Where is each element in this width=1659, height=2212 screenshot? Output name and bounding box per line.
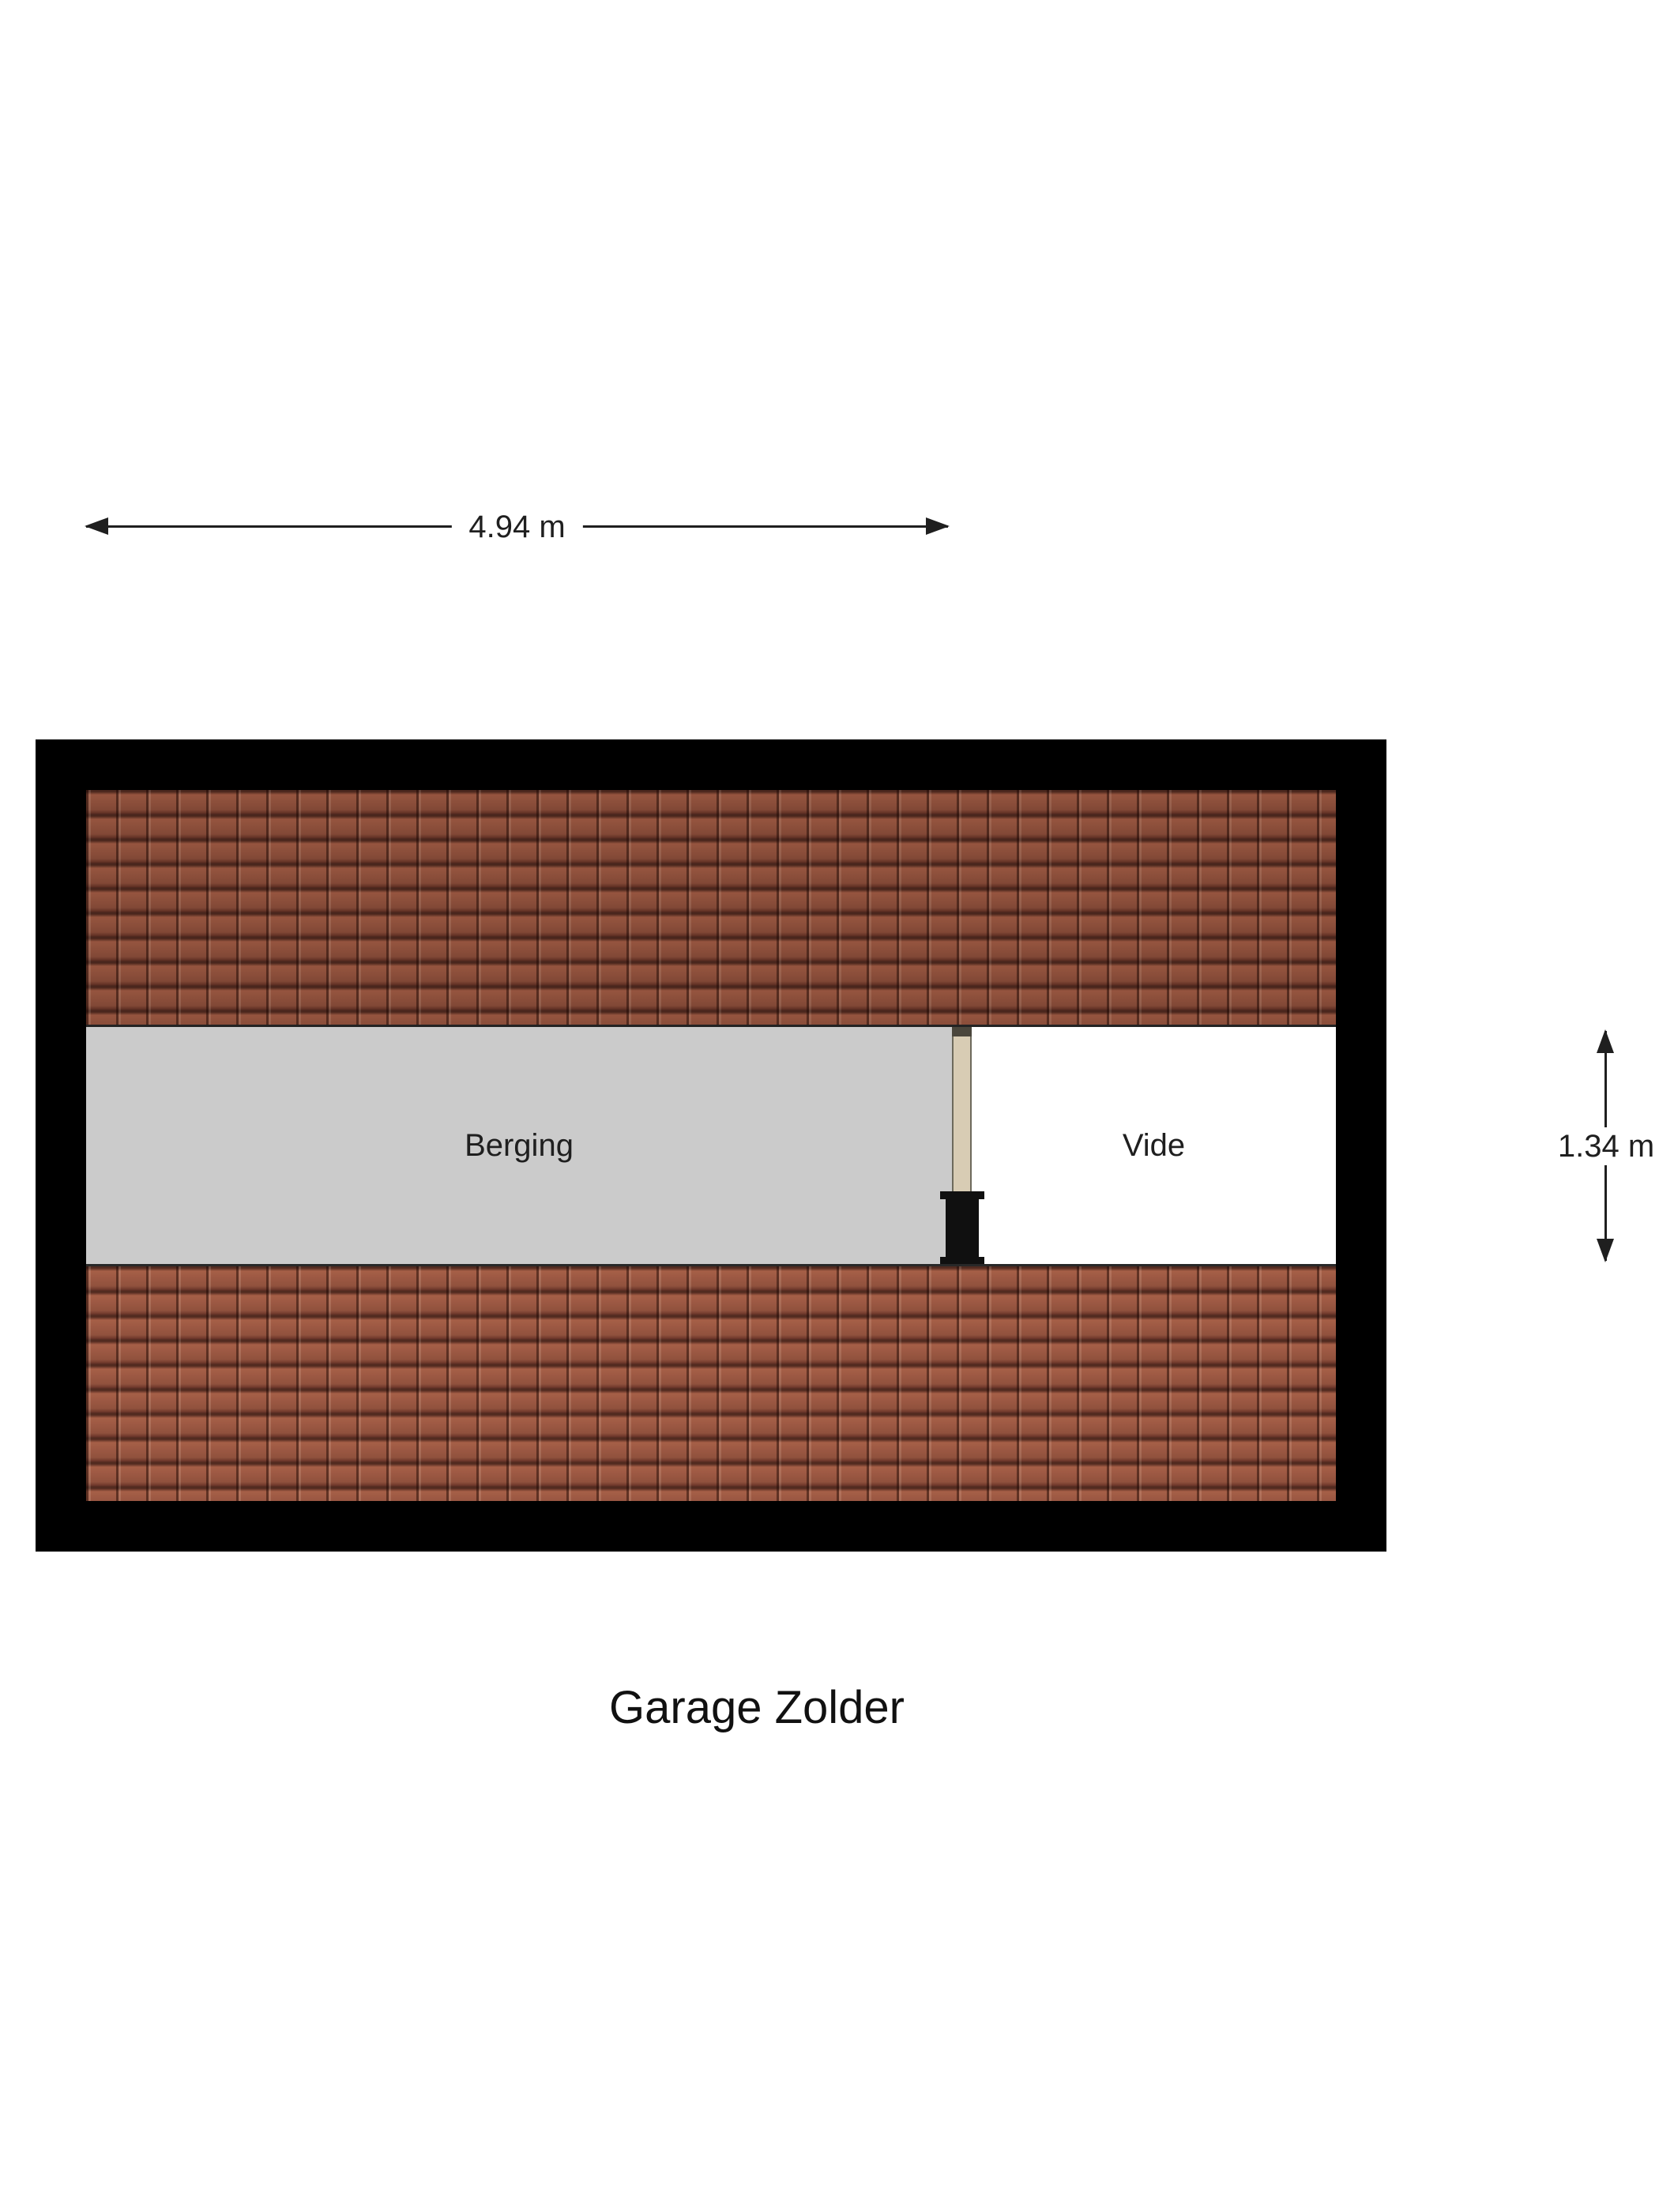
width-dimension: 4.94 m — [85, 508, 950, 546]
arrowhead-down-icon — [1597, 1239, 1614, 1262]
floorplan-interior: Berging Vide — [86, 790, 1336, 1501]
page-title: Garage Zolder — [609, 1682, 905, 1733]
arrowhead-left-icon — [85, 517, 108, 535]
garage-attic-floorplan: Berging Vide — [36, 739, 1386, 1552]
roof-tiles-top — [86, 790, 1336, 1027]
roof-tiles-bottom — [86, 1264, 1336, 1501]
room-berging-label: Berging — [465, 1128, 574, 1163]
room-vide-label: Vide — [1122, 1128, 1186, 1163]
room-berging: Berging — [86, 1027, 952, 1264]
ladder-foot — [939, 1191, 984, 1264]
ladder-top-cap — [952, 1027, 972, 1036]
loft-ladder — [939, 1027, 984, 1264]
height-dimension: 1.34 m — [1540, 1029, 1659, 1262]
height-dimension-label: 1.34 m — [1540, 1127, 1659, 1165]
room-vide: Vide — [972, 1027, 1336, 1264]
floor-strip: Berging Vide — [86, 1027, 1336, 1264]
arrowhead-right-icon — [926, 517, 950, 535]
width-dimension-label: 4.94 m — [451, 508, 583, 546]
arrowhead-up-icon — [1597, 1029, 1614, 1053]
